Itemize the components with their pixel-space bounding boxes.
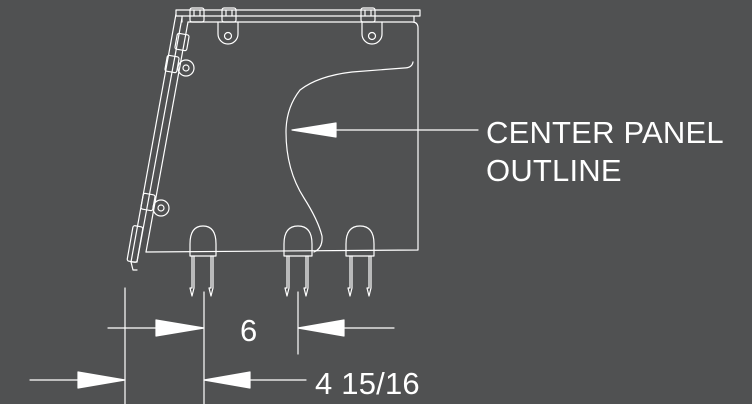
- callout-label-line-1: CENTER PANEL: [486, 115, 724, 150]
- extension-lines: [124, 287, 299, 404]
- panel-body: [145, 21, 419, 253]
- left-frame: [130, 13, 189, 263]
- dimension-label-lower: 4 15/16: [315, 366, 420, 401]
- mounting-tabs: [217, 21, 383, 45]
- dimension-four-arrows: [29, 371, 307, 389]
- bullet-foot: [345, 225, 375, 297]
- frame-hinges: [126, 32, 195, 271]
- center-panel-outline: [285, 61, 414, 253]
- bullet-foot: [189, 225, 217, 297]
- bullet-foot: [283, 225, 313, 297]
- dimension-six-arrows: [107, 319, 395, 337]
- callout-leader: [291, 122, 479, 138]
- top-rail: [175, 9, 421, 23]
- dimension-label-upper: 6: [240, 313, 258, 348]
- callout-label-line-2: OUTLINE: [486, 153, 622, 188]
